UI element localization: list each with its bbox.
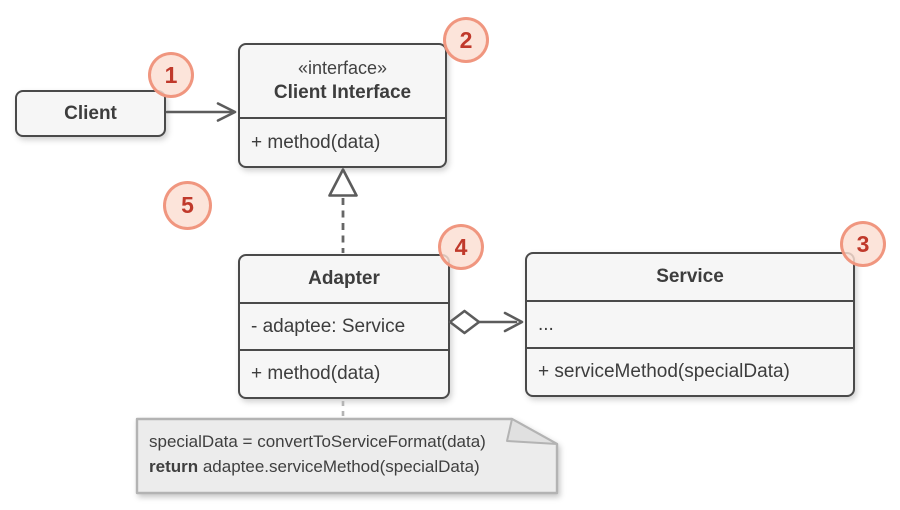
client-title: Client [64,102,117,124]
service-title-row: Service [527,254,853,300]
association-arrow [165,102,237,122]
adapter-field: - adaptee: Service [240,301,448,350]
step-badge-4: 4 [438,224,484,270]
note-line-2-rest: adaptee.serviceMethod(specialData) [198,457,480,476]
adapter-method: + method(data) [240,349,448,397]
class-client-interface: «interface» Client Interface + method(da… [238,43,447,168]
adapter-title: Adapter [308,267,380,289]
client-interface-title: Client Interface [273,82,412,103]
client-title-row: Client [17,92,164,135]
class-client: Client [15,90,166,137]
client-interface-title-row: «interface» Client Interface [240,45,445,117]
client-interface-method: + method(data) [240,117,445,166]
step-badge-3: 3 [840,221,886,267]
step-badge-2: 2 [443,17,489,63]
step-badge-5: 5 [163,181,212,230]
class-service: Service ... + serviceMethod(specialData) [525,252,855,397]
service-field: ... [527,299,853,348]
note-text: specialData = convertToServiceFormat(dat… [149,429,549,479]
note-return-keyword: return [149,457,199,476]
adapter-title-row: Adapter [240,256,448,302]
realization-arrow [328,168,358,253]
step-badge-1: 1 [148,52,194,98]
class-adapter: Adapter - adaptee: Service + method(data… [238,254,450,399]
note-line-1: specialData = convertToServiceFormat(dat… [149,432,486,451]
service-title: Service [656,265,724,287]
client-interface-stereotype: «interface» [297,58,388,78]
aggregation-arrow [448,309,524,335]
note-line-2: return adaptee.serviceMethod(specialData… [149,454,549,479]
service-method: + serviceMethod(specialData) [527,347,853,395]
